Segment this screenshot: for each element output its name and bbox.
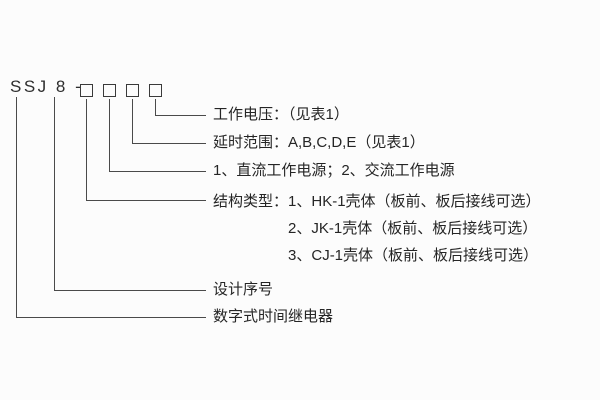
structure-options-list: 1、HK-1壳体（板前、板后接线可选） 2、JK-1壳体（板前、板后接线可选） … [288,188,541,269]
connector-delay-range [132,99,206,144]
label-delay-range: 延时范围：A,B,C,D,E（见表1） [213,134,425,151]
connector-structure-type [86,99,206,201]
model-code-box-3 [126,84,139,97]
label-structure-type: 结构类型： 1、HK-1壳体（板前、板后接线可选） 2、JK-1壳体（板前、板后… [213,188,541,269]
connector-design-serial [54,97,206,291]
model-code-box-1 [80,84,93,97]
model-code-box-4 [149,84,162,97]
structure-option: 1、HK-1壳体（板前、板后接线可选） [288,193,541,210]
connector-working-voltage [155,99,206,116]
structure-option: 2、JK-1壳体（板前、板后接线可选） [288,220,538,237]
model-code-box-2 [103,84,116,97]
structure-type-caption: 结构类型： [213,193,289,210]
model-prefix-text: SSJ 8 - [10,77,84,96]
structure-option: 3、CJ-1壳体（板前、板后接线可选） [288,247,539,264]
label-working-voltage: 工作电压：（见表1） [213,106,349,123]
connector-power-source [109,99,206,172]
label-design-serial: 设计序号 [213,281,274,298]
label-power-source: 1、直流工作电源；2、交流工作电源 [213,162,455,179]
label-product-name: 数字式时间继电器 [213,308,334,325]
connector-product-name [16,97,206,318]
